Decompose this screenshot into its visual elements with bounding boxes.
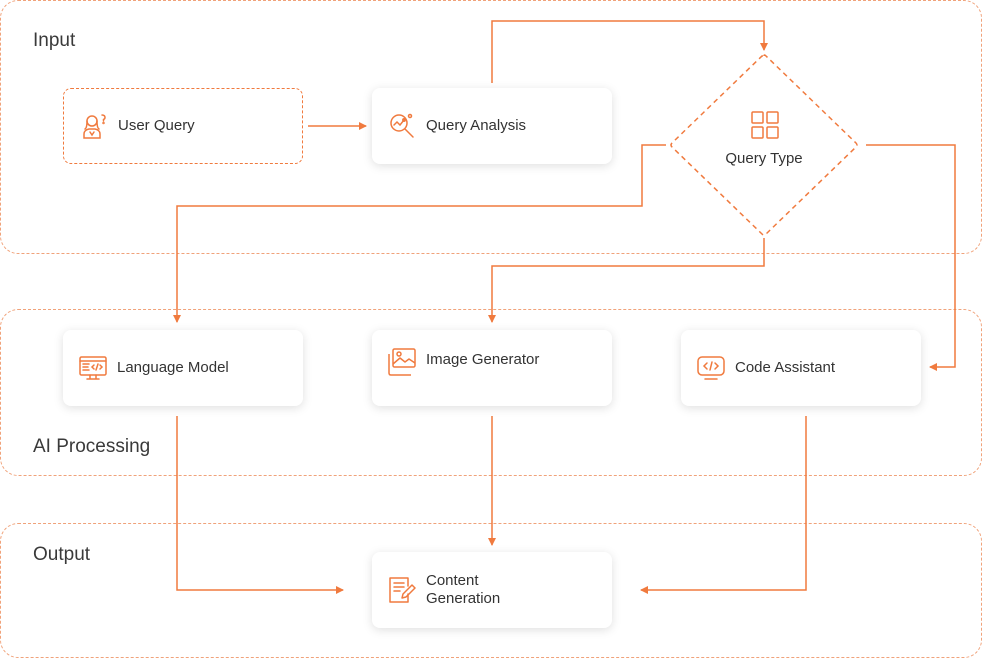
arrow-language-model-to-content (176, 416, 344, 594)
code-assistant-label: Code Assistant (735, 359, 836, 376)
arrow-analysis-to-query-type (491, 20, 768, 83)
document-edit-icon (389, 577, 416, 603)
content-generation-label-line2: Generation (426, 590, 501, 607)
language-model-node[interactable]: Language Model (63, 330, 303, 406)
user-question-icon (83, 114, 106, 139)
image-generator-label: Image Generator (426, 351, 540, 368)
image-gallery-icon (388, 348, 416, 376)
query-analysis-node[interactable]: Query Analysis (372, 88, 612, 164)
query-analysis-label: Query Analysis (426, 117, 527, 134)
image-generator-node[interactable]: Image Generator (372, 330, 612, 406)
query-type-diamond[interactable] (664, 50, 864, 240)
code-assistant-node[interactable]: Code Assistant (681, 330, 921, 406)
grid-icon (751, 111, 779, 139)
query-type-label: Query Type (725, 150, 803, 167)
input-group-label: Input (33, 30, 76, 51)
arrow-query-type-to-image-generator (488, 238, 765, 323)
arrow-query-type-to-code-assistant (866, 144, 956, 371)
content-generation-node[interactable]: Content Generation (372, 552, 612, 628)
user-query-label: User Query (118, 117, 195, 134)
code-screen-icon (697, 356, 725, 380)
language-model-label: Language Model (117, 359, 229, 376)
content-generation-label: Content Generation (426, 572, 500, 608)
content-generation-label-line1: Content (426, 572, 479, 589)
ai-processing-group-label: AI Processing (33, 436, 151, 457)
user-query-node[interactable]: User Query (63, 88, 303, 164)
output-group-label: Output (33, 544, 91, 565)
analysis-magnifier-icon (390, 113, 414, 138)
arrow-query-type-to-language-model (173, 144, 666, 323)
arrow-code-assistant-to-content (640, 416, 807, 594)
code-monitor-icon (79, 356, 107, 380)
